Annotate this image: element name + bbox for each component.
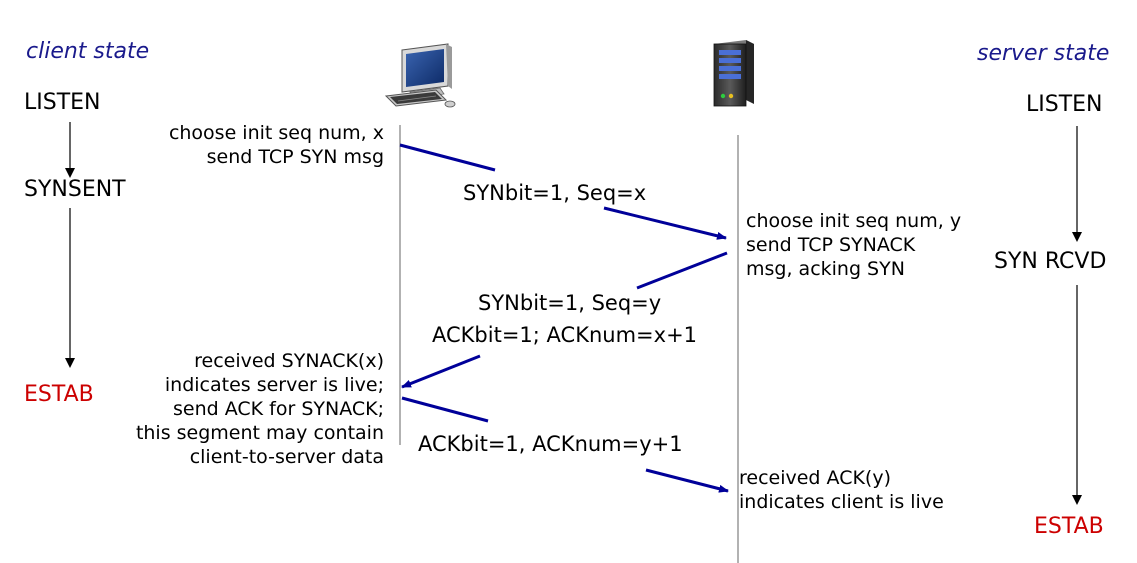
client-note-syn: choose init seq num, x send TCP SYN msg: [169, 121, 384, 169]
client-state-arrowhead-2: [65, 358, 75, 368]
client-note-ack-line-5: client-to-server data: [189, 446, 384, 468]
server-note-synack-line-3: msg, acking SYN: [746, 258, 905, 280]
server-state-header: server state: [977, 41, 1110, 66]
client-note-ack-line-1: received SYNACK(x): [194, 350, 384, 372]
server-note-ack-line-2: indicates client is live: [739, 491, 944, 513]
server-note-ack: received ACK(y) indicates client is live: [739, 466, 944, 514]
client-note-ack-line-2: indicates server is live;: [164, 374, 384, 396]
server-note-synack-line-2: send TCP SYNACK: [746, 234, 916, 256]
client-state-arrowhead-1: [65, 168, 75, 178]
synack-message-label-2: ACKbit=1; ACKnum=x+1: [432, 323, 698, 347]
client-state-estab: ESTAB: [24, 382, 94, 407]
synack-arrow-segment-2: [401, 354, 481, 389]
synack-arrow-segment-1: [636, 251, 728, 290]
client-note-syn-line-2: send TCP SYN msg: [206, 146, 384, 168]
client-note-ack-line-4: this segment may contain: [135, 422, 384, 444]
client-note-syn-line-1: choose init seq num, x: [168, 122, 384, 144]
syn-arrow-segment-1: [399, 143, 496, 172]
desktop-computer-icon: [384, 43, 456, 108]
ack-message-label: ACKbit=1, ACKnum=y+1: [418, 432, 683, 456]
client-note-ack-line-3: send ACK for SYNACK;: [173, 398, 384, 420]
syn-arrow-segment-2: [603, 206, 727, 240]
server-state-estab: ESTAB: [1034, 514, 1104, 539]
server-tower-icon: [713, 40, 754, 107]
server-note-synack: choose init seq num, y send TCP SYNACK m…: [746, 209, 961, 281]
server-state-syn-rcvd: SYN RCVD: [994, 249, 1107, 274]
server-state-listen: LISTEN: [1026, 92, 1103, 117]
ack-arrow-segment-1: [401, 396, 489, 423]
ack-arrow-segment-2: [645, 468, 729, 493]
client-state-synsent: SYNSENT: [24, 177, 126, 202]
client-state-listen: LISTEN: [24, 90, 101, 115]
server-state-arrowhead-1: [1072, 232, 1082, 242]
client-state-header: client state: [26, 39, 150, 64]
server-note-synack-line-1: choose init seq num, y: [746, 210, 962, 232]
server-state-arrowhead-2: [1072, 495, 1082, 505]
synack-message-label-1: SYNbit=1, Seq=y: [478, 291, 662, 315]
server-note-ack-line-1: received ACK(y): [739, 467, 891, 489]
client-note-ack: received SYNACK(x) indicates server is l…: [136, 349, 384, 469]
syn-message-label: SYNbit=1, Seq=x: [463, 181, 647, 205]
